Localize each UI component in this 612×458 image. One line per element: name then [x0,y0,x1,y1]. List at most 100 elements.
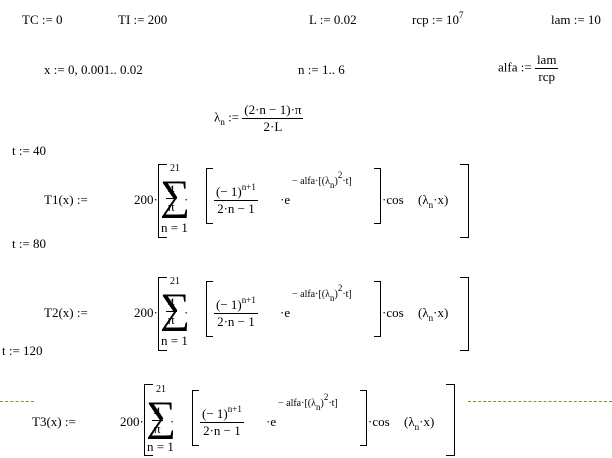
def-alfa-fraction: lam rcp [534,52,559,85]
def-lambda-den: 2·L [263,119,283,134]
formula-t3-cos: ·cos [368,414,390,429]
formula-t1-cos: ·cos [382,192,404,207]
formula-t2-term-exp: n+1 [241,295,256,305]
formula-t3-sum-top: 21 [156,384,166,395]
formula-t2-cos-x: ·x) [433,305,449,320]
def-alfa-num: lam [534,52,559,69]
def-alfa-den: rcp [538,69,555,84]
formula-t2-lhs: T2(x) := [44,305,88,320]
def-time-2[interactable]: t := 80 [12,236,47,251]
def-lambda-sub: n [220,117,225,128]
page-break-left [0,401,34,402]
formula-t3-exp-sub: n [315,402,321,412]
def-rcp-base: rcp := 10 [412,12,460,27]
formula-t2-inner-bracket-left [206,281,213,337]
formula-t3-inner-bracket-left [192,390,199,446]
formula-t3-term-den: 2·n − 1 [203,423,241,438]
formula-t3-cos-x: ·x) [419,414,435,429]
formula-t2-frac-den: π [168,312,175,327]
def-n-range[interactable]: n := 1.. 6 [298,62,345,77]
formula-t1-sigma: ∑ [160,173,190,219]
formula-t1-term: (− 1)n+1 2·n − 1 [214,182,258,217]
formula-t2-exp-t: ·t] [342,289,352,300]
def-alfa-lhs: alfa := [498,59,532,75]
formula-t2-bracket-left [158,277,167,351]
formula-t1-bracket-left [158,164,167,238]
def-lambda-symbol: λ [214,109,221,125]
formula-t1-inner-bracket-left [206,168,213,224]
formula-t2-term-den: 2·n − 1 [217,314,255,329]
formula-t3-term-exp: n+1 [227,404,242,414]
formula-t3-inner-bracket-right [360,390,367,446]
formula-t1-cos-x: ·x) [433,192,449,207]
formula-t3-dot: · [170,414,175,429]
formula-t1-exp-sub: n [329,180,335,190]
formula-t1-dot: · [184,192,189,207]
formula-t3-coef: 200· [120,414,144,429]
formula-t2-exponent: − alfa·[(λn)2·t] [292,283,352,303]
def-time-3[interactable]: t := 120 [2,343,43,358]
formula-t2-sigma: ∑ [160,286,190,332]
formula-t3-frac-den: π [154,421,161,436]
formula-t1-frac-den: π [168,199,175,214]
def-ti[interactable]: TI := 200 [118,12,168,27]
formula-t2-exp-sub: n [329,293,335,303]
formula-t2-cos: ·cos [382,305,404,320]
formula-t1-inner-bracket-right [374,168,381,224]
formula-t2-sum-top: 21 [170,276,180,287]
formula-t3-cos-open: (λ [404,414,415,429]
formula-t1-exponent: − alfa·[(λn)2·t] [292,170,352,190]
formula-t2-e: ·e [280,305,291,320]
formula-t2-exp-sq: 2 [337,283,343,293]
formula-t1-term-base: (− 1) [216,184,242,199]
formula-t1-sum-bottom: n = 1 [161,220,188,235]
formula-t3-exp-sq: 2 [323,392,329,402]
formula-t2-exp-close: ) [334,289,338,300]
def-x-range[interactable]: x := 0, 0.001.. 0.02 [44,62,143,77]
formula-t1-exp-text: − alfa·[(λ [292,176,330,187]
formula-t1-bracket-right [460,164,469,238]
formula-t2-sum-bottom: n = 1 [161,333,188,348]
formula-t1-cos-open: (λ [418,192,429,207]
formula-t2-term-base: (− 1) [216,297,242,312]
def-lambda-assign: := [224,109,240,125]
def-l[interactable]: L := 0.02 [309,12,357,27]
def-tc[interactable]: TC := 0 [22,12,63,27]
formula-t1-lhs: T1(x) := [44,192,88,207]
page-break-right [468,401,612,402]
formula-t1-term-exp: n+1 [241,182,256,192]
formula-t3-frac-num: 4 [152,404,163,421]
formula-t2-cos-open: (λ [418,305,429,320]
formula-t3-lhs: T3(x) := [32,414,76,429]
formula-t2-cos-arg: (λn·x) [418,305,449,323]
def-lam[interactable]: lam := 10 [551,12,601,27]
def-lambda-num: (2·n − 1)·π [242,102,304,119]
def-lambda[interactable]: λn := (2·n − 1)·π 2·L [214,102,304,135]
formula-t3-bracket-left [144,384,153,456]
formula-t3-bracket-right [446,384,455,456]
formula-t1-term-den: 2·n − 1 [217,201,255,216]
formula-t1-cos-sub: n [428,200,434,210]
def-lambda-fraction: (2·n − 1)·π 2·L [242,102,304,135]
formula-t2-inner-bracket-right [374,281,381,337]
formula-t2-cos-sub: n [428,313,434,323]
formula-t1-e: ·e [280,192,291,207]
def-rcp[interactable]: rcp := 107 [412,10,464,28]
def-rcp-exp: 7 [459,10,464,20]
formula-t3-exp-close: ) [320,398,324,409]
formula-t2-coef: 200· [134,305,158,320]
formula-t2-dot: · [184,305,189,320]
formula-t1-frac-num: 4 [166,182,177,199]
def-time-1[interactable]: t := 40 [12,143,47,158]
def-alfa[interactable]: alfa := lam rcp [498,52,559,85]
formula-t1-cos-arg: (λn·x) [418,192,449,210]
formula-t1-sum-top: 21 [170,163,180,174]
